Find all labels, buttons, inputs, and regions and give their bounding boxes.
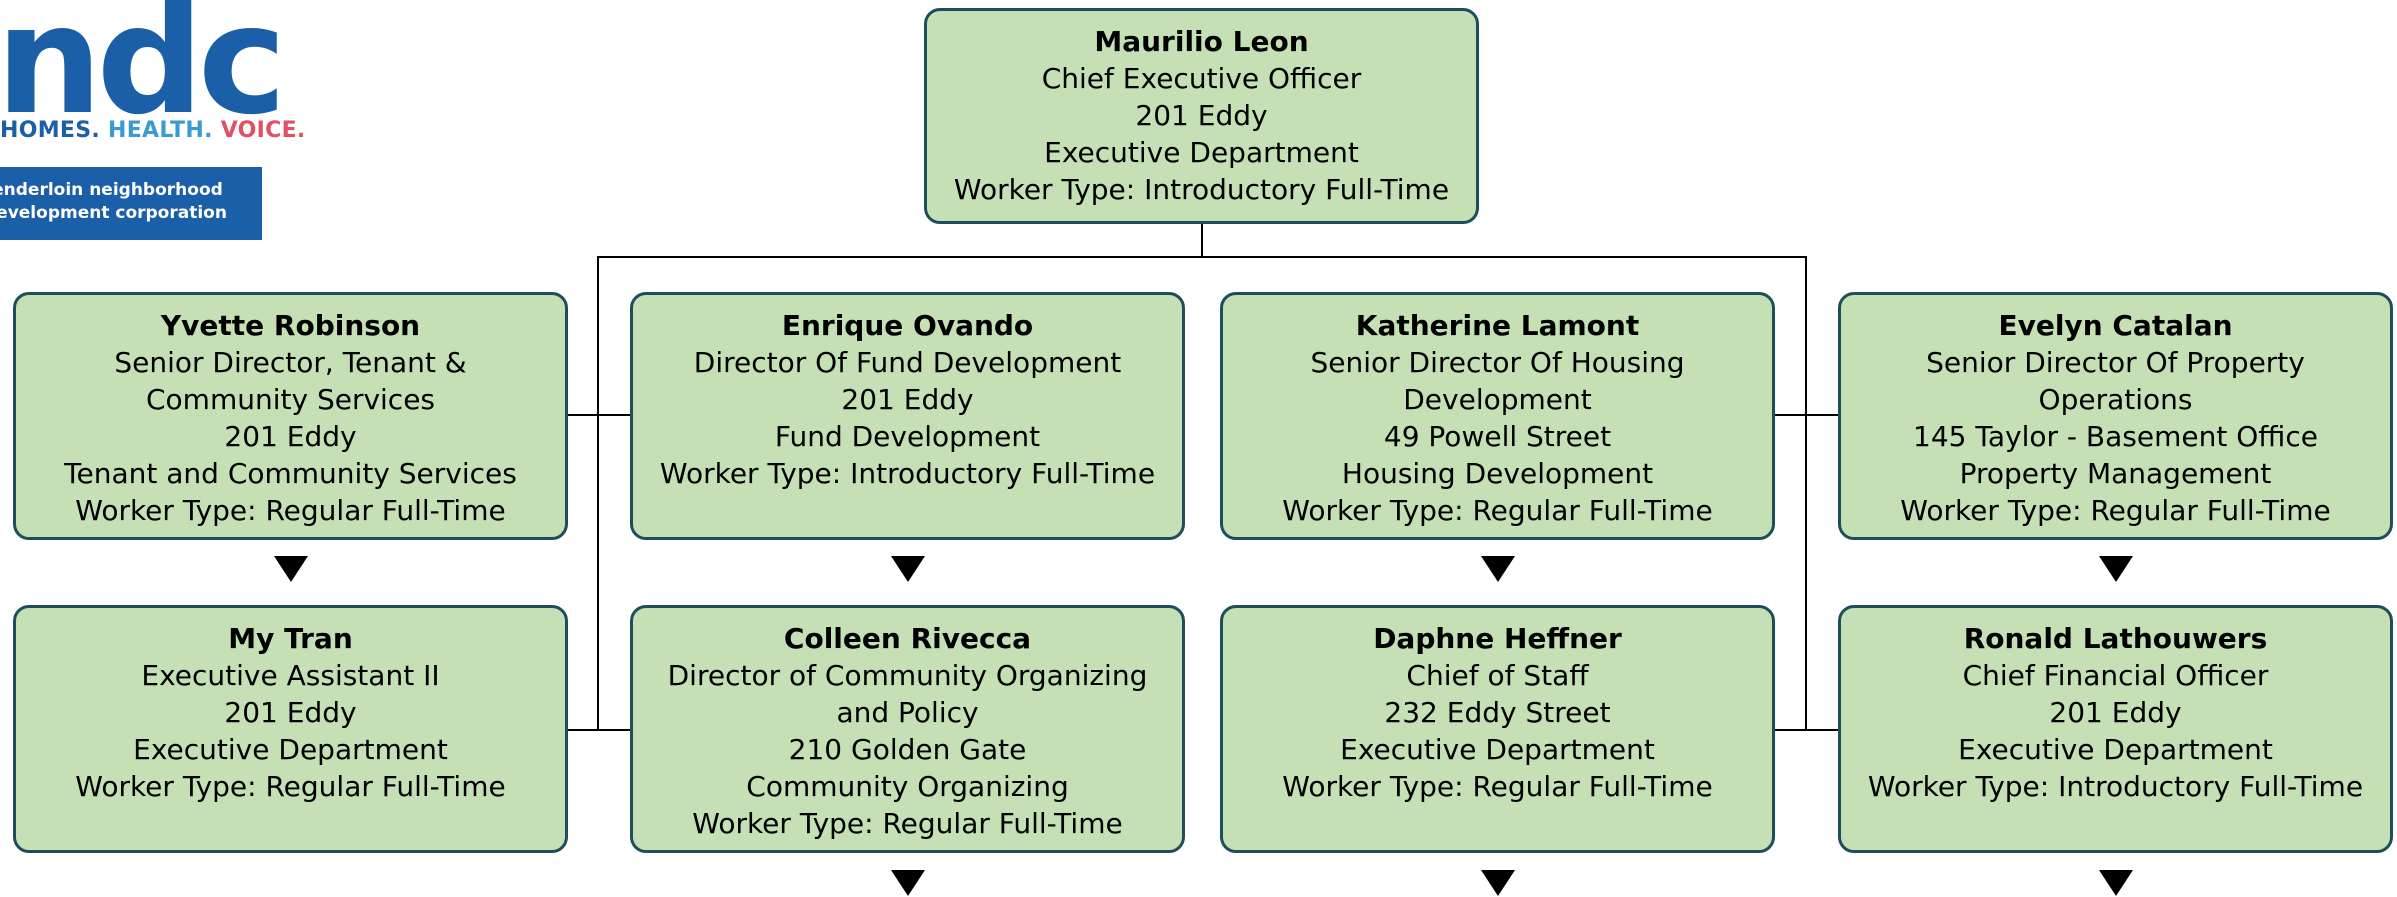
node-department: Tenant and Community Services (64, 457, 517, 490)
connector-yvette (566, 414, 630, 416)
node-worker-type: Worker Type: Introductory Full-Time (953, 173, 1450, 206)
node-title: Director Of Fund Development (693, 346, 1122, 379)
logo-org-name: tenderloin neighborhood development corp… (0, 167, 262, 240)
expand-arrow-icon[interactable] (891, 556, 925, 582)
node-name: Ronald Lathouwers (1963, 622, 2268, 655)
connector-left-trunk (597, 256, 599, 731)
node-worker-type: Worker Type: Regular Full-Time (1282, 770, 1713, 803)
node-title: Senior Director, Tenant & Community Serv… (114, 346, 467, 416)
node-department: Housing Development (1341, 457, 1654, 490)
expand-arrow-icon[interactable] (891, 870, 925, 896)
org-node-katherine-lamont[interactable]: Katherine Lamont Senior Director Of Hous… (1220, 292, 1775, 540)
expand-arrow-icon[interactable] (1481, 870, 1515, 896)
node-location: 49 Powell Street (1383, 420, 1612, 453)
node-location: 201 Eddy (2049, 696, 2182, 729)
org-node-ronald-lathouwers[interactable]: Ronald Lathouwers Chief Financial Office… (1838, 605, 2393, 853)
node-worker-type: Worker Type: Regular Full-Time (75, 770, 506, 803)
node-department: Community Organizing (746, 770, 1069, 803)
node-name: Evelyn Catalan (1998, 309, 2233, 342)
node-name: My Tran (228, 622, 353, 655)
node-worker-type: Worker Type: Regular Full-Time (1282, 494, 1713, 527)
node-title: Director of Community Organizing and Pol… (667, 659, 1148, 729)
org-node-yvette-robinson[interactable]: Yvette Robinson Senior Director, Tenant … (13, 292, 568, 540)
expand-arrow-icon[interactable] (2099, 556, 2133, 582)
connector-top-bus (597, 256, 1807, 258)
node-name: Katherine Lamont (1355, 309, 1640, 342)
node-location: 201 Eddy (841, 383, 974, 416)
expand-arrow-icon[interactable] (1481, 556, 1515, 582)
node-title: Chief Executive Officer (1041, 62, 1362, 95)
connector-root-down (1201, 222, 1203, 256)
connector-right-trunk (1805, 256, 1807, 731)
node-department: Executive Department (133, 733, 448, 766)
connector-katherine (1774, 414, 1838, 416)
node-name: Enrique Ovando (781, 309, 1034, 342)
node-title: Executive Assistant II (141, 659, 440, 692)
node-worker-type: Worker Type: Introductory Full-Time (659, 457, 1156, 490)
node-department: Executive Department (1044, 136, 1359, 169)
org-node-evelyn-catalan[interactable]: Evelyn Catalan Senior Director Of Proper… (1838, 292, 2393, 540)
node-name: Yvette Robinson (160, 309, 421, 342)
node-worker-type: Worker Type: Regular Full-Time (1900, 494, 2331, 527)
org-node-daphne-heffner[interactable]: Daphne Heffner Chief of Staff 232 Eddy S… (1220, 605, 1775, 853)
node-department: Executive Department (1958, 733, 2273, 766)
node-location: 201 Eddy (1135, 99, 1268, 132)
connector-mytran (566, 729, 630, 731)
node-location: 232 Eddy Street (1384, 696, 1611, 729)
node-title: Senior Director Of Property Operations (1926, 346, 2305, 416)
tndc-logo: tndc HOMES. HEALTH. VOICE. tenderloin ne… (0, 0, 305, 245)
expand-arrow-icon[interactable] (2099, 870, 2133, 896)
node-name: Colleen Rivecca (783, 622, 1032, 655)
logo-tagline: HOMES. HEALTH. VOICE. (0, 118, 306, 143)
node-name: Daphne Heffner (1373, 622, 1622, 655)
expand-arrow-icon[interactable] (274, 556, 308, 582)
node-worker-type: Worker Type: Introductory Full-Time (1867, 770, 2364, 803)
node-title: Chief Financial Officer (1962, 659, 2269, 692)
node-department: Property Management (1959, 457, 2272, 490)
org-node-my-tran[interactable]: My Tran Executive Assistant II 201 Eddy … (13, 605, 568, 853)
node-department: Executive Department (1340, 733, 1655, 766)
node-department: Fund Development (774, 420, 1041, 453)
node-location: 201 Eddy (224, 420, 357, 453)
logo-wordmark: tndc (0, 0, 287, 148)
node-title: Senior Director Of Housing Development (1310, 346, 1685, 416)
node-location: 201 Eddy (224, 696, 357, 729)
connector-daphne (1774, 729, 1838, 731)
org-node-root[interactable]: Maurilio Leon Chief Executive Officer 20… (924, 8, 1479, 224)
node-worker-type: Worker Type: Regular Full-Time (692, 807, 1123, 840)
node-worker-type: Worker Type: Regular Full-Time (75, 494, 506, 527)
org-node-colleen-rivecca[interactable]: Colleen Rivecca Director of Community Or… (630, 605, 1185, 853)
node-location: 145 Taylor - Basement Office (1913, 420, 2318, 453)
node-location: 210 Golden Gate (788, 733, 1027, 766)
org-node-enrique-ovando[interactable]: Enrique Ovando Director Of Fund Developm… (630, 292, 1185, 540)
node-title: Chief of Staff (1406, 659, 1589, 692)
node-name: Maurilio Leon (1094, 25, 1309, 58)
